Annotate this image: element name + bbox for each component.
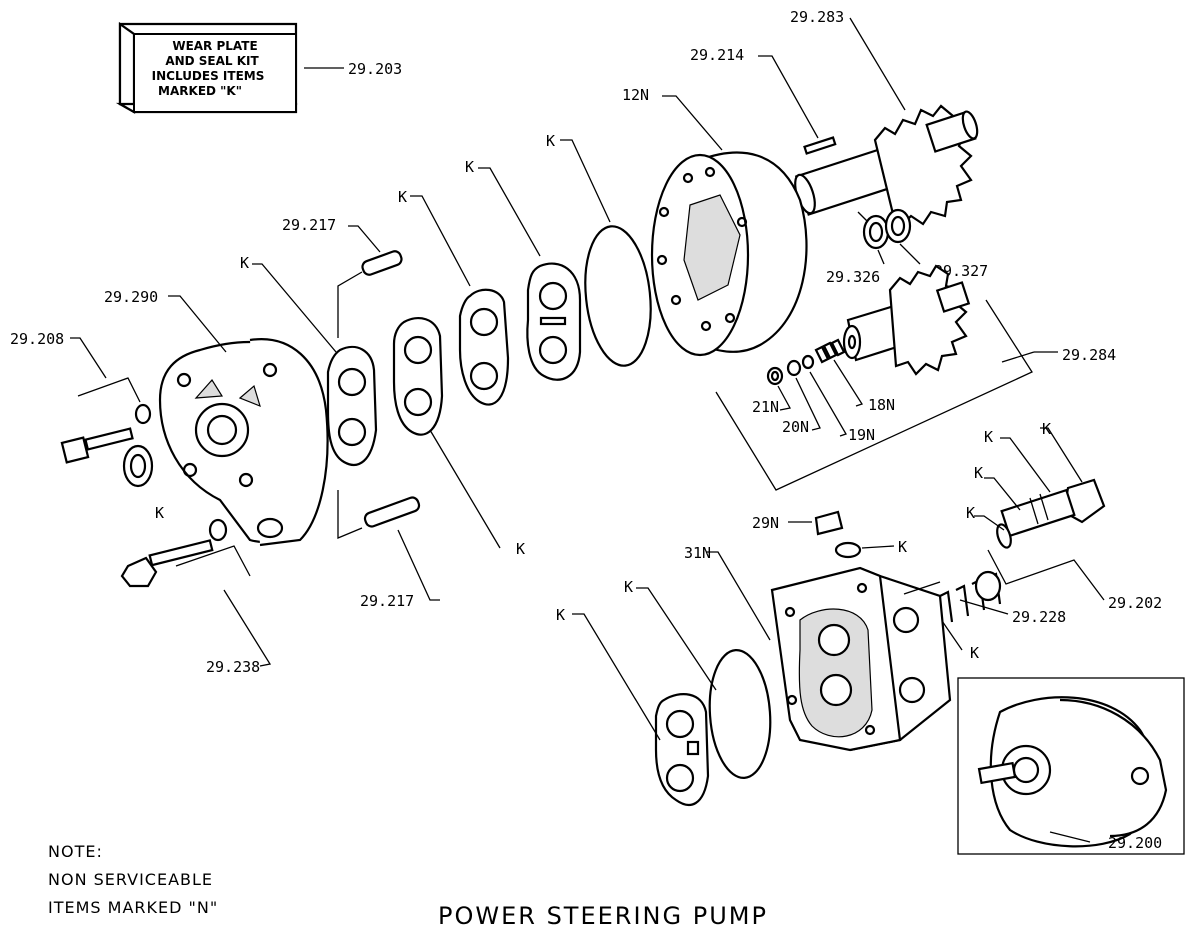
kit-text-4: MARKED "K" bbox=[158, 84, 242, 98]
washer-bottom bbox=[208, 518, 228, 542]
label-k-rv2: K bbox=[1042, 420, 1051, 438]
drive-gear-shaft bbox=[794, 104, 979, 228]
label-29-284: 29.284 bbox=[1062, 346, 1116, 364]
relief-valve-29-202 bbox=[996, 478, 1106, 549]
label-k-rear-plate: K bbox=[556, 606, 565, 624]
diagram-title: POWER STEERING PUMP bbox=[438, 902, 768, 930]
rear-body-31n bbox=[770, 566, 952, 752]
assembly-inset bbox=[957, 677, 1185, 855]
label-21n: 21N bbox=[752, 398, 779, 416]
spring-29-228 bbox=[939, 570, 1002, 623]
part-21n bbox=[766, 366, 784, 386]
cap-screw-29-208 bbox=[60, 427, 134, 464]
label-k-1: K bbox=[546, 132, 555, 150]
label-29-217-bottom: 29.217 bbox=[360, 592, 414, 610]
label-k-5: K bbox=[240, 254, 249, 272]
spring-18n bbox=[814, 338, 846, 364]
plug-29n bbox=[814, 510, 844, 536]
label-k-rear-ring: K bbox=[624, 578, 633, 596]
kit-text-2: AND SEAL KIT bbox=[165, 54, 259, 68]
label-20n: 20N bbox=[782, 418, 809, 436]
note-line-2: ITEMS MARKED "N" bbox=[48, 898, 218, 917]
label-k-rv1: K bbox=[984, 428, 993, 446]
kit-text-1: WEAR PLATE bbox=[172, 39, 257, 53]
label-31n: 31N bbox=[684, 544, 711, 562]
wear-plate-1 bbox=[526, 262, 582, 381]
o-ring-29n bbox=[834, 541, 862, 559]
note-line-1: NON SERVICEABLE bbox=[48, 870, 213, 889]
label-29-214: 29.214 bbox=[690, 46, 744, 64]
label-k-ball: K bbox=[970, 644, 979, 662]
kit-box: WEAR PLATE AND SEAL KIT INCLUDES ITEMS M… bbox=[115, 21, 402, 114]
o-ring-top bbox=[584, 225, 652, 367]
assembled-pump bbox=[977, 696, 1168, 848]
front-cover-29-290 bbox=[158, 338, 329, 547]
dowel-pin-bottom bbox=[363, 496, 421, 528]
gasket-3 bbox=[458, 288, 510, 406]
label-29-238: 29.238 bbox=[206, 658, 260, 676]
kit-text-3: INCLUDES ITEMS bbox=[152, 69, 265, 83]
hex-bolt-29-238 bbox=[120, 539, 214, 588]
label-29-208: 29.208 bbox=[10, 330, 64, 348]
o-ring-rear bbox=[708, 649, 772, 779]
label-k-seal: K bbox=[155, 504, 164, 522]
washer-top bbox=[134, 403, 152, 425]
part-19n bbox=[801, 354, 815, 370]
gear-housing-12n bbox=[650, 151, 808, 357]
label-29-217-top: 29.217 bbox=[282, 216, 336, 234]
label-k-2: K bbox=[465, 158, 474, 176]
label-29-290: 29.290 bbox=[104, 288, 158, 306]
label-k-rv3: K bbox=[974, 464, 983, 482]
gasket-2 bbox=[392, 317, 444, 436]
note-heading: NOTE: bbox=[48, 842, 103, 861]
label-12n: 12N bbox=[622, 86, 649, 104]
label-29-326: 29.326 bbox=[826, 268, 880, 286]
label-19n: 19N bbox=[848, 426, 875, 444]
wear-plate-rear bbox=[654, 693, 710, 806]
label-k-4: K bbox=[516, 540, 525, 558]
label-k-rv4: K bbox=[966, 504, 975, 522]
label-k-29n: K bbox=[898, 538, 907, 556]
part-20n bbox=[786, 359, 802, 377]
label-29-202: 29.202 bbox=[1108, 594, 1162, 612]
label-29-228: 29.228 bbox=[1012, 608, 1066, 626]
gasket-1 bbox=[326, 345, 378, 466]
label-29-283: 29.283 bbox=[790, 8, 844, 26]
dowel-pin-top bbox=[361, 250, 403, 276]
shaft-key bbox=[803, 136, 837, 155]
driven-gear-29-284 bbox=[842, 264, 971, 376]
label-18n: 18N bbox=[868, 396, 895, 414]
label-29-203: 29.203 bbox=[348, 60, 402, 78]
label-29n: 29N bbox=[752, 514, 779, 532]
bushing-29-327 bbox=[884, 208, 912, 244]
label-k-3: K bbox=[398, 188, 407, 206]
oil-seal bbox=[122, 444, 154, 488]
label-29-200: 29.200 bbox=[1108, 834, 1162, 852]
